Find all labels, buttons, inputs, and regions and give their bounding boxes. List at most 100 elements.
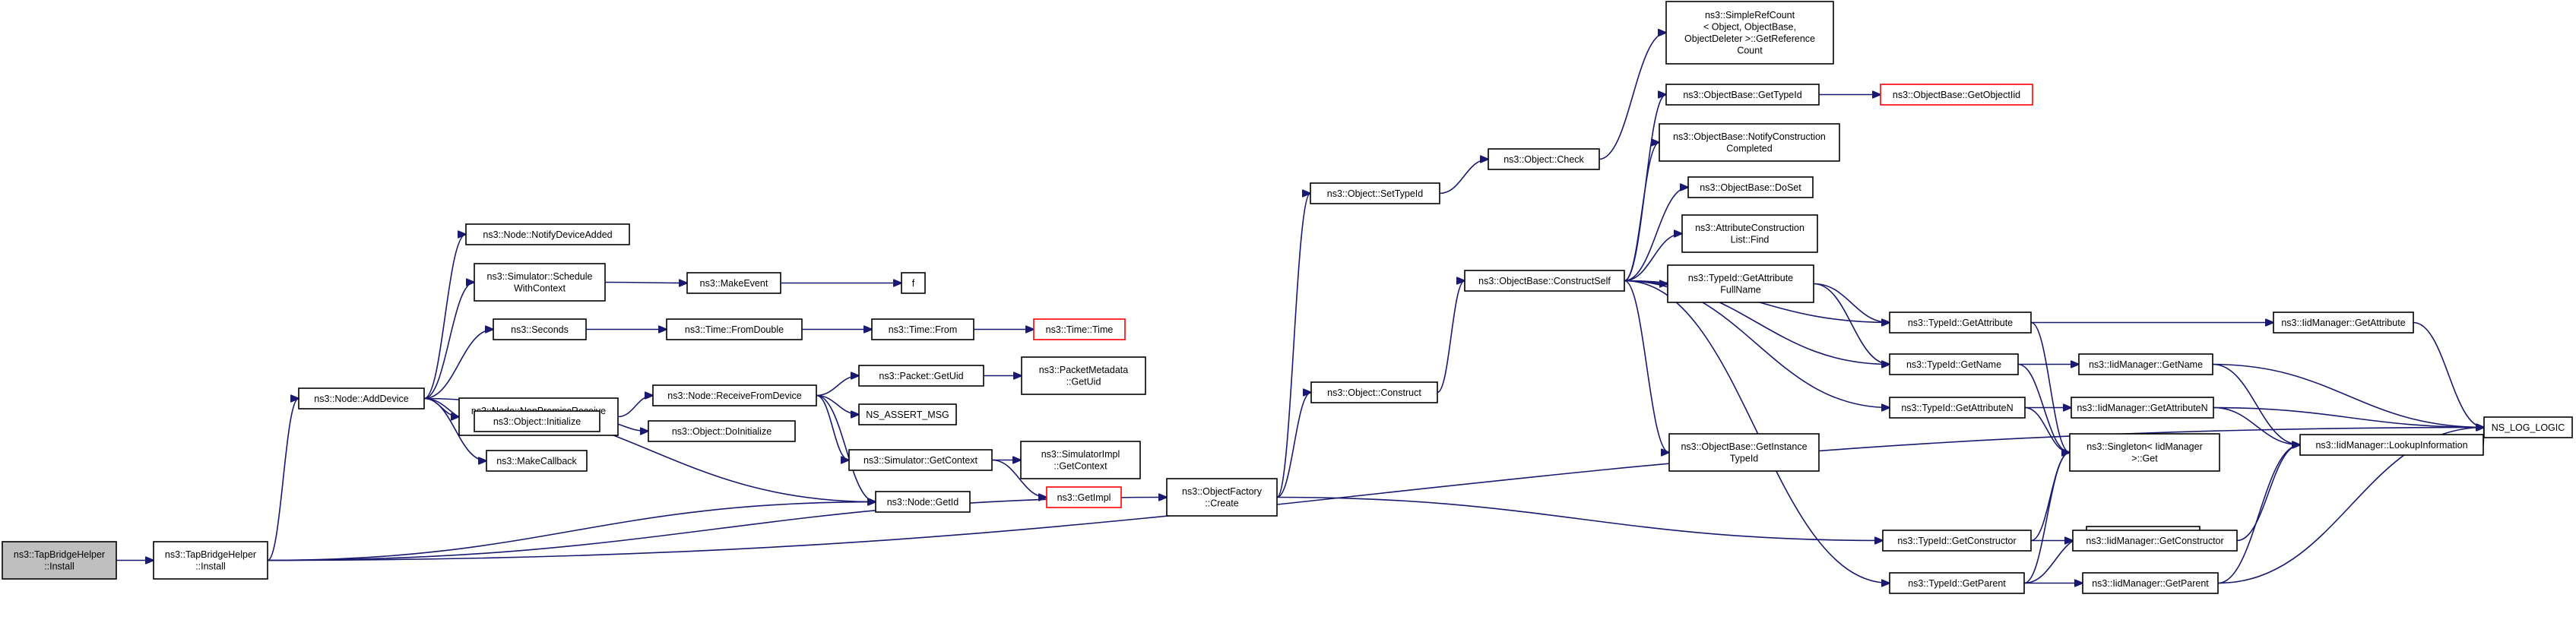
node-ns3-seconds[interactable]: ns3::Seconds <box>493 318 587 340</box>
node-box <box>2082 572 2219 594</box>
node-box <box>1665 1 1834 65</box>
node-ns3-makecallback[interactable]: ns3::MakeCallback <box>486 450 588 472</box>
node-ns3-iidmanager-getconstructor[interactable]: ns3::IidManager::GetConstructor <box>2072 530 2238 552</box>
node-ns3-iidmanager-getattribute[interactable]: ns3::IidManager::GetAttribute <box>2273 312 2414 334</box>
node-ns3-typeid-getconstructor[interactable]: ns3::TypeId::GetConstructor <box>1882 530 2032 552</box>
node-label: ns3::Object::SetTypeId <box>1327 188 1424 199</box>
node-label: ns3::Node::ReceiveFromDevice <box>667 391 802 401</box>
node-label: ns3::TypeId::GetAttribute <box>1688 273 1793 283</box>
node-ns3-iidmanager-getname[interactable]: ns3::IidManager::GetName <box>2078 353 2213 375</box>
node-box <box>1659 123 1840 162</box>
node-label: ns3::TypeId::GetConstructor <box>1897 536 2016 546</box>
node-ns3-object-check[interactable]: ns3::Object::Check <box>1488 148 1600 170</box>
edge-n48-to-n46 <box>2217 445 2300 584</box>
node-label: ns3::Seconds <box>511 324 569 335</box>
node-label: ::GetContext <box>1054 461 1107 472</box>
edge-n43-to-n49 <box>2413 321 2484 428</box>
node-box <box>858 365 984 387</box>
edge-n39-to-n41 <box>2030 453 2070 542</box>
node-ns3-objectbase-notifyconstruction-completed[interactable]: ns3::ObjectBase::NotifyConstructionCompl… <box>1659 123 1840 162</box>
node-ns3-simulatorimpl-getcontext[interactable]: ns3::SimulatorImpl::GetContext <box>1020 441 1141 479</box>
node-ns3-object-construct[interactable]: ns3::Object::Construct <box>1310 381 1438 403</box>
node-ns3-objectbase-doset[interactable]: ns3::ObjectBase::DoSet <box>1687 176 1814 198</box>
node-box <box>474 263 606 302</box>
node-label: ns3::IidManager::GetAttribute <box>2281 318 2405 328</box>
node-label: FullName <box>1720 285 1761 296</box>
node-ns3-node-notifydeviceadded[interactable]: ns3::Node::NotifyDeviceAdded <box>465 223 630 245</box>
edge-n27-to-n31 <box>1624 143 1659 282</box>
node-label: ::Create <box>1205 498 1239 509</box>
node-ns3-object-doinitialize[interactable]: ns3::Object::DoInitialize <box>648 420 796 442</box>
node-ns3-objectbase-getobjectiid[interactable]: ns3::ObjectBase::GetObjectIid <box>1880 84 2033 106</box>
edge-n23-to-n25 <box>1276 393 1311 498</box>
node-box <box>648 420 796 442</box>
edge-n40-to-n41 <box>2023 453 2070 584</box>
node-ns3-simplerefcount-object-objectbase-objectdeleter-getreference-count[interactable]: ns3::SimpleRefCount< Object, ObjectBase,… <box>1665 1 1834 65</box>
node-ns3-tapbridgehelper-install[interactable]: ns3::TapBridgeHelper::Install <box>2 541 117 580</box>
node-box <box>153 541 268 580</box>
node-box <box>2 541 117 580</box>
node-label: ns3::GetImpl <box>1057 492 1111 503</box>
node-box <box>1889 397 2026 419</box>
node-ns3-node-adddevice[interactable]: ns3::Node::AddDevice <box>298 387 425 410</box>
node-label: ns3::ObjectBase::GetInstance <box>1681 441 1807 452</box>
node-box <box>686 272 781 294</box>
node-label: ns3::Node::NotifyDeviceAdded <box>483 229 612 240</box>
node-ns-log-logic[interactable]: NS_LOG_LOGIC <box>2483 416 2573 438</box>
node-ns3-objectbase-constructself[interactable]: ns3::ObjectBase::ConstructSelf <box>1464 270 1625 292</box>
node-ns3-makeevent[interactable]: ns3::MakeEvent <box>686 272 781 294</box>
node-f[interactable]: f <box>901 272 926 294</box>
node-ns3-object-settypeid[interactable]: ns3::Object::SetTypeId <box>1310 182 1440 204</box>
node-box <box>474 410 600 432</box>
edge-n25-to-n27 <box>1437 281 1465 394</box>
node-box <box>1021 356 1146 395</box>
node-ns3-packet-getuid[interactable]: ns3::Packet::GetUid <box>858 365 984 387</box>
node-ns3-time-from[interactable]: ns3::Time::From <box>871 318 974 340</box>
node-ns3-typeid-getattribute[interactable]: ns3::TypeId::GetAttribute <box>1889 312 2032 334</box>
node-label: ns3::TypeId::GetParent <box>1908 578 2006 589</box>
node-label: f <box>912 278 915 289</box>
node-ns3-singleton-iidmanager-get[interactable]: ns3::Singleton< IidManager>::Get <box>2069 433 2220 472</box>
node-label: List::Find <box>1731 235 1770 245</box>
edge-n45-to-n49 <box>2213 406 2484 428</box>
node-ns3-iidmanager-getattributen[interactable]: ns3::IidManager::GetAttributeN <box>2071 397 2214 419</box>
node-ns3-objectbase-gettypeid[interactable]: ns3::ObjectBase::GetTypeId <box>1665 84 1820 106</box>
edge-n45-to-n46 <box>2213 406 2300 445</box>
node-ns3-objectfactory-create[interactable]: ns3::ObjectFactory::Create <box>1166 478 1278 517</box>
node-ns3-tapbridgehelper-install[interactable]: ns3::TapBridgeHelper::Install <box>153 541 268 580</box>
node-label: ns3::ObjectBase::GetTypeId <box>1683 90 1801 100</box>
node-label: ns3::SimulatorImpl <box>1041 449 1120 460</box>
node-label: ns3::TypeId::GetAttributeN <box>1901 403 2013 413</box>
node-box <box>493 318 587 340</box>
node-ns3-iidmanager-lookupinformation[interactable]: ns3::IidManager::LookupInformation <box>2299 434 2484 456</box>
node-ns3-typeid-getparent[interactable]: ns3::TypeId::GetParent <box>1889 572 2025 594</box>
node-ns3-object-initialize[interactable]: ns3::Object::Initialize <box>474 410 600 432</box>
node-ns3-typeid-getattributen[interactable]: ns3::TypeId::GetAttributeN <box>1889 397 2026 419</box>
node-box <box>2069 433 2220 472</box>
node-ns3-packetmetadata-getuid[interactable]: ns3::PacketMetadata::GetUid <box>1021 356 1146 395</box>
node-ns-assert-msg[interactable]: NS_ASSERT_MSG <box>858 403 957 425</box>
edge-n23-to-n24 <box>1276 194 1310 498</box>
node-box <box>1681 214 1818 253</box>
node-label: ns3::ObjectFactory <box>1182 486 1263 497</box>
edge-n11-to-n12 <box>617 396 653 418</box>
node-box <box>666 318 803 340</box>
node-ns3-simulator-getcontext[interactable]: ns3::Simulator::GetContext <box>848 449 993 471</box>
edge-n36-to-n41 <box>2017 363 2070 453</box>
node-ns3-time-time[interactable]: ns3::Time::Time <box>1033 318 1126 340</box>
node-ns3-node-receivefromdevice[interactable]: ns3::Node::ReceiveFromDevice <box>652 384 817 406</box>
node-ns3-iidmanager-getparent[interactable]: ns3::IidManager::GetParent <box>2082 572 2219 594</box>
node-ns3-typeid-getname[interactable]: ns3::TypeId::GetName <box>1889 353 2019 375</box>
node-box <box>875 491 971 513</box>
node-label: ns3::ObjectBase::NotifyConstruction <box>1673 131 1826 142</box>
node-label: ns3::Time::FromDouble <box>685 324 784 335</box>
node-label: Count <box>1737 46 1763 56</box>
node-ns3-getimpl[interactable]: ns3::GetImpl <box>1046 486 1122 508</box>
node-ns3-node-getid[interactable]: ns3::Node::GetId <box>875 491 971 513</box>
node-box <box>1046 486 1122 508</box>
node-ns3-time-fromdouble[interactable]: ns3::Time::FromDouble <box>666 318 803 340</box>
